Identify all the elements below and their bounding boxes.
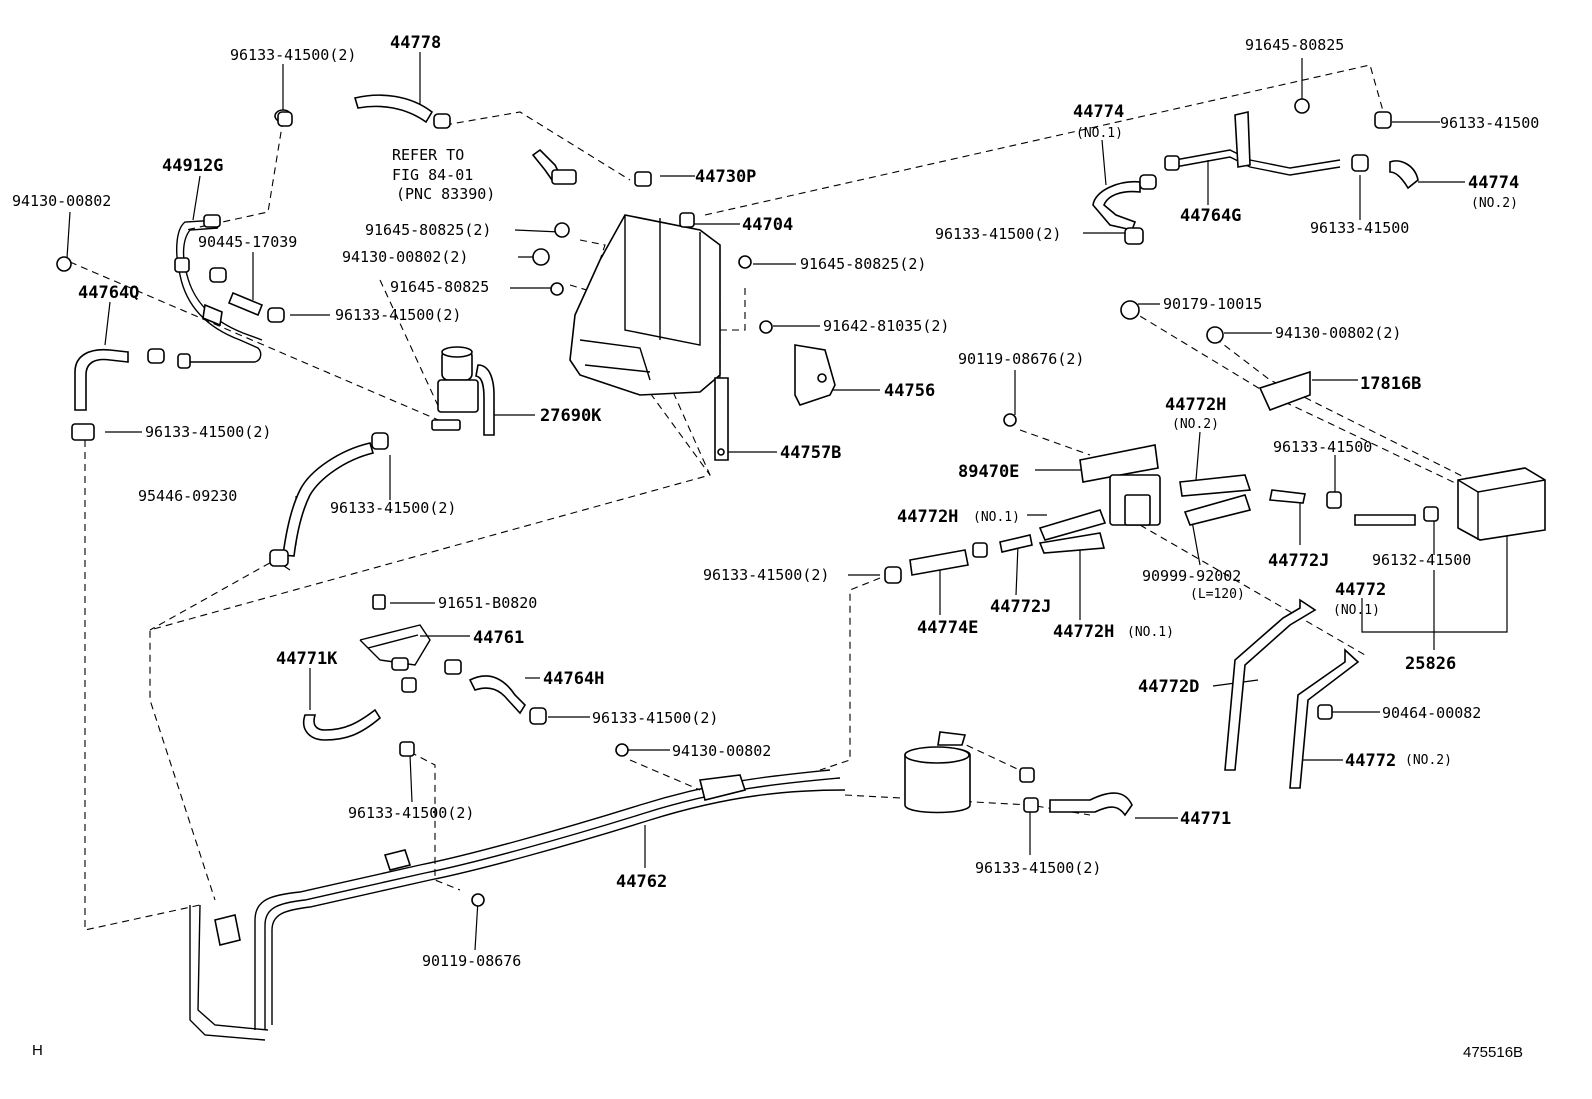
label-96133-41500-tr3: 96133-41500 (1310, 219, 1409, 237)
label-44764H: 44764H (543, 669, 604, 689)
refer-note-line-1: REFER TO (392, 146, 464, 164)
leader-lines (66, 52, 1508, 951)
label-44772H-no2: 44772H (1165, 395, 1226, 415)
label-44774-no2-sub: (NO.2) (1471, 196, 1518, 211)
label-44772-no2: 44772 (1345, 751, 1396, 771)
label-44757B: 44757B (780, 443, 841, 463)
label-44772H-no1b: 44772H (1053, 622, 1114, 642)
bracket-44757B (714, 377, 729, 461)
label-90119-08676-r: 90119-08676(2) (958, 350, 1084, 368)
label-44762: 44762 (616, 872, 667, 892)
pipe-44761 (359, 594, 462, 693)
pipe-44764G (1164, 98, 1419, 190)
label-90119-08676-b: 90119-08676 (422, 952, 521, 970)
label-25826: 25826 (1405, 654, 1456, 674)
part-labels: 44778 96133-41500(2) 44912G 94130-00802 … (12, 33, 1539, 970)
label-95446-09230: 95446-09230 (138, 487, 237, 505)
clamps-left (56, 256, 285, 441)
hoses-44772H (999, 474, 1306, 554)
label-44772H-no1a-sub: (NO.1) (973, 510, 1020, 525)
hose-44764Q (74, 348, 129, 411)
vsv-89470E (1003, 413, 1161, 526)
label-44772H-no1a: 44772H (897, 507, 958, 527)
footer-figure-number: 475516B (1463, 1044, 1523, 1061)
label-89470E: 89470E (958, 462, 1019, 482)
label-44764Q: 44764Q (78, 283, 139, 303)
label-44704: 44704 (742, 215, 793, 235)
label-96133-41500-l2: 96133-41500(2) (335, 306, 461, 324)
hose-95446 (269, 432, 389, 567)
refer-note-line-2: FIG 84-01 (392, 166, 473, 184)
label-94130-00802-l: 94130-00802 (12, 192, 111, 210)
label-90445-17039: 90445-17039 (198, 233, 297, 251)
filter-44771 (904, 731, 1133, 817)
valve-27690K (431, 346, 495, 436)
label-44772J-b: 44772J (990, 597, 1051, 617)
label-44778: 44778 (390, 33, 441, 53)
pipe-44912G (174, 214, 263, 369)
pipe-44762 (189, 769, 846, 1041)
refer-note: REFER TO FIG 84-01 (PNC 83390) (392, 146, 495, 203)
footer: H 475516B (32, 1042, 1523, 1061)
label-44772J-a: 44772J (1268, 551, 1329, 571)
label-96133-41500-tl: 96133-41500(2) (230, 46, 356, 64)
label-90999-92002-sub: (L=120) (1190, 587, 1245, 602)
label-96133-41500-b: 96133-41500(2) (975, 859, 1101, 877)
hoses-44772D-44772 (1224, 598, 1360, 789)
label-27690K: 27690K (540, 406, 602, 426)
dashed-guides (69, 64, 1471, 931)
label-17816B: 17816B (1360, 374, 1421, 394)
hose-44774E (884, 542, 988, 584)
label-96133-41500-tr1: 96133-41500 (1440, 114, 1539, 132)
label-44772: 44772 (1335, 580, 1386, 600)
label-44772-no2-sub: (NO.2) (1405, 753, 1452, 768)
label-44774-no1: 44774 (1073, 102, 1124, 122)
label-44774-no2: 44774 (1468, 173, 1519, 193)
label-90999-92002: 90999-92002 (1142, 567, 1241, 585)
label-91645-80825-c: 91645-80825 (390, 278, 489, 296)
label-91651-B0820: 91651-B0820 (438, 594, 537, 612)
label-94130-00802-m: 94130-00802 (672, 742, 771, 760)
label-90179-10015: 90179-10015 (1163, 295, 1262, 313)
label-44774-no1-sub: (NO.1) (1076, 126, 1123, 141)
hose-44778 (274, 94, 451, 129)
label-91645-80825-tr: 91645-80825 (1245, 36, 1344, 54)
label-96133-41500-r1: 96133-41500 (1273, 438, 1372, 456)
label-96133-41500-m1: 96133-41500(2) (592, 709, 718, 727)
label-90464-00082: 90464-00082 (1382, 704, 1481, 722)
label-96132-41500: 96132-41500 (1372, 551, 1471, 569)
label-44761: 44761 (473, 628, 524, 648)
label-96133-41500-l3: 96133-41500(2) (330, 499, 456, 517)
label-96133-41500-tr2: 96133-41500(2) (935, 225, 1061, 243)
label-91645-80825-a: 91645-80825(2) (365, 221, 491, 239)
hose-44774-no1 (1092, 174, 1157, 245)
refer-note-line-3: (PNC 83390) (396, 185, 495, 203)
bracket-17816B (1120, 300, 1311, 412)
label-44774E: 44774E (917, 618, 978, 638)
bracket-44756 (794, 344, 836, 406)
label-44771K: 44771K (276, 649, 338, 669)
label-44772-sub: (NO.1) (1333, 603, 1380, 618)
label-44772H-no1b-sub: (NO.1) (1127, 625, 1174, 640)
label-94130-00802-r: 94130-00802(2) (1275, 324, 1401, 342)
canister-25826 (1326, 467, 1546, 541)
label-44756: 44756 (884, 381, 935, 401)
label-44771: 44771 (1180, 809, 1231, 829)
label-44912G: 44912G (162, 156, 223, 176)
hose-44771K (303, 708, 629, 757)
label-44772H-no2-sub: (NO.2) (1172, 417, 1219, 432)
label-44730P: 44730P (695, 167, 756, 187)
footer-left-code: H (32, 1042, 43, 1059)
label-91645-80825-b: 91645-80825(2) (800, 255, 926, 273)
label-96133-41500-r2: 96133-41500(2) (703, 566, 829, 584)
label-96133-41500-m2: 96133-41500(2) (348, 804, 474, 822)
label-96133-41500-l1: 96133-41500(2) (145, 423, 271, 441)
label-44764G: 44764G (1180, 206, 1241, 226)
canister-bracket-44704 (531, 148, 773, 396)
label-91642-81035: 91642-81035(2) (823, 317, 949, 335)
hose-44764H (468, 675, 547, 725)
label-44772D: 44772D (1138, 677, 1199, 697)
label-94130-00802-c: 94130-00802(2) (342, 248, 468, 266)
